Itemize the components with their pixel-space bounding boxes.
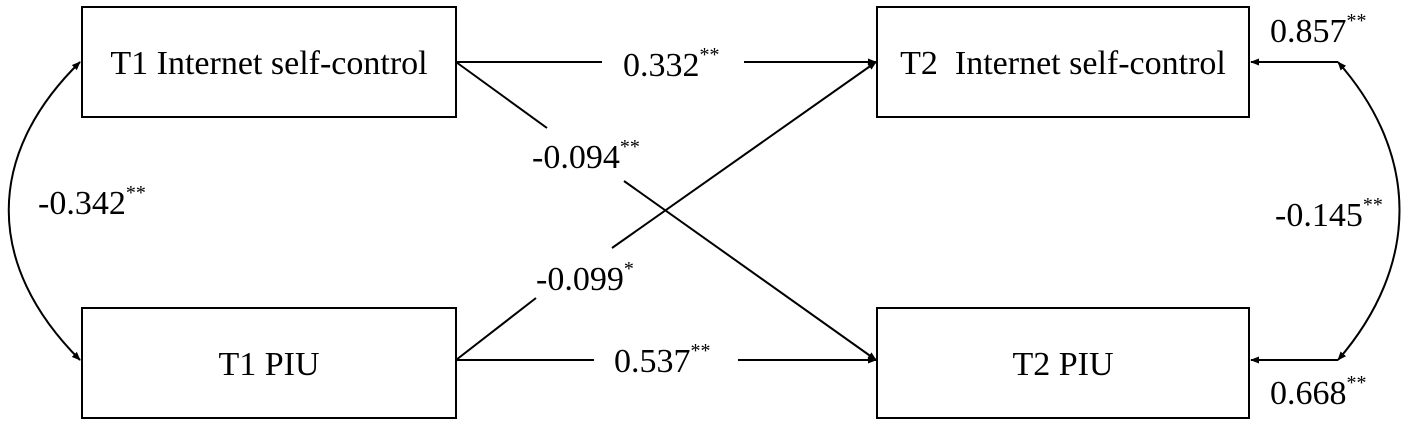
path-t1-isc-to-t2-piu: -0.094** bbox=[455, 61, 877, 361]
coef-correlation-t2: -0.145** bbox=[1275, 194, 1383, 234]
node-t2-internet-self-control: T2 Internet self-control bbox=[876, 6, 1250, 118]
coef-t1-piu-to-t2-isc: -0.099* bbox=[536, 258, 634, 298]
residual-t2-piu: 0.668** bbox=[1250, 356, 1367, 412]
node-t1-piu: T1 PIU bbox=[81, 307, 457, 419]
coef-correlation-t1: -0.342** bbox=[38, 182, 146, 222]
coef-residual-t2-isc: 0.857** bbox=[1270, 10, 1367, 50]
coef-t1-isc-to-t2-isc: 0.332** bbox=[623, 44, 720, 84]
node-t2-piu: T2 PIU bbox=[876, 307, 1250, 419]
residual-t2-isc: 0.857** bbox=[1250, 10, 1367, 66]
path-line-piu-to-isc-lower bbox=[455, 297, 537, 361]
node-t2-piu-label: T2 PIU bbox=[1012, 346, 1113, 383]
coef-residual-t2-piu: 0.668** bbox=[1270, 372, 1367, 412]
node-t1-internet-self-control: T1 Internet self-control bbox=[81, 6, 457, 118]
correlation-t1: -0.342** bbox=[7, 61, 146, 361]
node-t1-piu-label: T1 PIU bbox=[218, 346, 319, 383]
path-t1-isc-to-t2-isc: 0.332** bbox=[456, 44, 877, 84]
coef-t1-isc-to-t2-piu: -0.094** bbox=[532, 136, 640, 176]
correlation-t2: -0.145** bbox=[1275, 61, 1401, 361]
path-t1-piu-to-t2-piu: 0.537** bbox=[456, 340, 877, 380]
path-line-isc-to-piu-upper bbox=[455, 61, 548, 129]
correlation-arc-t2 bbox=[1337, 61, 1401, 361]
coef-t1-piu-to-t2-piu: 0.537** bbox=[614, 340, 711, 380]
path-line-isc-to-piu-lower bbox=[623, 180, 877, 361]
node-t1-isc-label: T1 Internet self-control bbox=[110, 45, 427, 82]
path-t1-piu-to-t2-isc: -0.099* bbox=[455, 61, 877, 361]
path-line-piu-to-isc-upper bbox=[611, 61, 877, 249]
correlation-arc-t1 bbox=[7, 61, 81, 361]
node-t2-isc-label: T2 Internet self-control bbox=[900, 45, 1226, 82]
